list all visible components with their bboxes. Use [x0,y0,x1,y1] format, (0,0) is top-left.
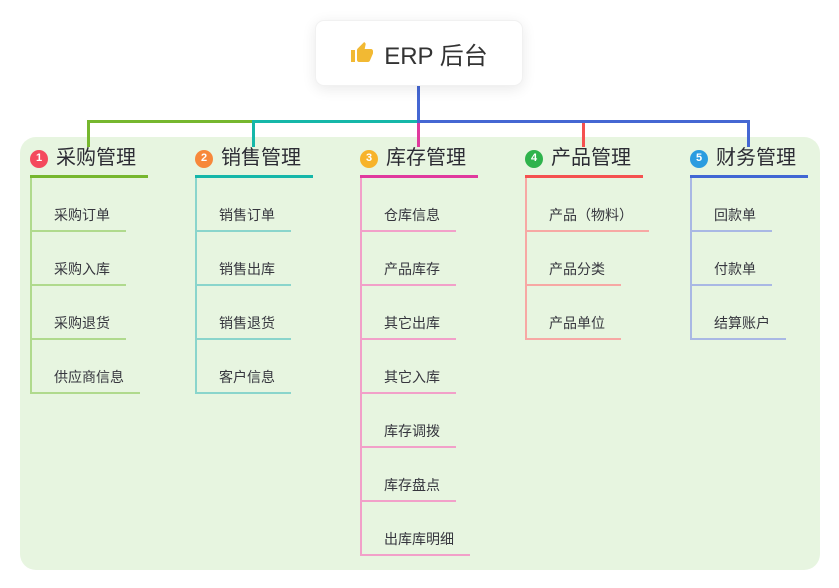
child-node[interactable]: 产品（物料） [527,178,649,232]
child-node[interactable]: 销售退货 [197,286,291,340]
branch-header-finance[interactable]: 5 财务管理 [690,147,808,178]
branches-panel [20,137,820,570]
branch-number-badge: 4 [525,149,543,168]
child-node[interactable]: 回款单 [692,178,786,232]
branch-number-badge: 1 [30,149,48,168]
connector-riser-inventory [417,123,420,147]
branch-label: 采购管理 [56,147,136,169]
branch-inventory: 3 库存管理 仓库信息 产品库存 其它出库 其它入库 库存调拨 库存盘点 出库库… [360,147,478,556]
branch-children: 仓库信息 产品库存 其它出库 其它入库 库存调拨 库存盘点 出库库明细 [360,178,470,556]
branch-sales: 2 销售管理 销售订单 销售出库 销售退货 客户信息 [195,147,313,394]
connector-riser-finance [747,120,750,147]
child-node[interactable]: 库存调拨 [362,394,470,448]
branch-label: 产品管理 [551,147,631,169]
child-node[interactable]: 结算账户 [692,286,786,340]
branch-children: 产品（物料） 产品分类 产品单位 [525,178,649,340]
branch-header-procurement[interactable]: 1 采购管理 [30,147,148,178]
child-node[interactable]: 供应商信息 [32,340,140,394]
root-node[interactable]: ERP 后台 [315,20,523,86]
connector-horizontal-green [87,120,253,123]
branch-children: 销售订单 销售出库 销售退货 客户信息 [195,178,291,394]
root-node-label: ERP 后台 [384,42,488,70]
child-node[interactable]: 产品分类 [527,232,649,286]
branch-number-badge: 2 [195,149,213,168]
child-node[interactable]: 仓库信息 [362,178,470,232]
branch-product: 4 产品管理 产品（物料） 产品分类 产品单位 [525,147,649,340]
child-node[interactable]: 付款单 [692,232,786,286]
branch-header-inventory[interactable]: 3 库存管理 [360,147,478,178]
thumbs-up-icon [351,42,374,62]
child-node[interactable]: 产品库存 [362,232,470,286]
branch-label: 库存管理 [386,147,466,169]
branch-children: 回款单 付款单 结算账户 [690,178,786,340]
branch-children: 采购订单 采购入库 采购退货 供应商信息 [30,178,140,394]
branch-number-badge: 5 [690,149,708,168]
child-node[interactable]: 其它出库 [362,286,470,340]
child-node[interactable]: 库存盘点 [362,448,470,502]
connector-horizontal-blue [417,120,750,123]
connector-horizontal-teal [252,120,418,123]
child-node[interactable]: 销售订单 [197,178,291,232]
child-node[interactable]: 出库库明细 [362,502,470,556]
branch-label: 财务管理 [716,147,796,169]
child-node[interactable]: 其它入库 [362,340,470,394]
child-node[interactable]: 采购退货 [32,286,140,340]
child-node[interactable]: 采购入库 [32,232,140,286]
branch-procurement: 1 采购管理 采购订单 采购入库 采购退货 供应商信息 [30,147,148,394]
branch-finance: 5 财务管理 回款单 付款单 结算账户 [690,147,808,340]
connector-trunk-vertical [417,84,420,122]
child-node[interactable]: 采购订单 [32,178,140,232]
branch-label: 销售管理 [221,147,301,169]
child-node[interactable]: 客户信息 [197,340,291,394]
child-node[interactable]: 销售出库 [197,232,291,286]
connector-riser-procurement [87,120,90,147]
branch-number-badge: 3 [360,149,378,168]
connector-riser-product [582,123,585,147]
connector-riser-sales [252,120,255,147]
branch-header-sales[interactable]: 2 销售管理 [195,147,313,178]
child-node[interactable]: 产品单位 [527,286,649,340]
branch-header-product[interactable]: 4 产品管理 [525,147,643,178]
